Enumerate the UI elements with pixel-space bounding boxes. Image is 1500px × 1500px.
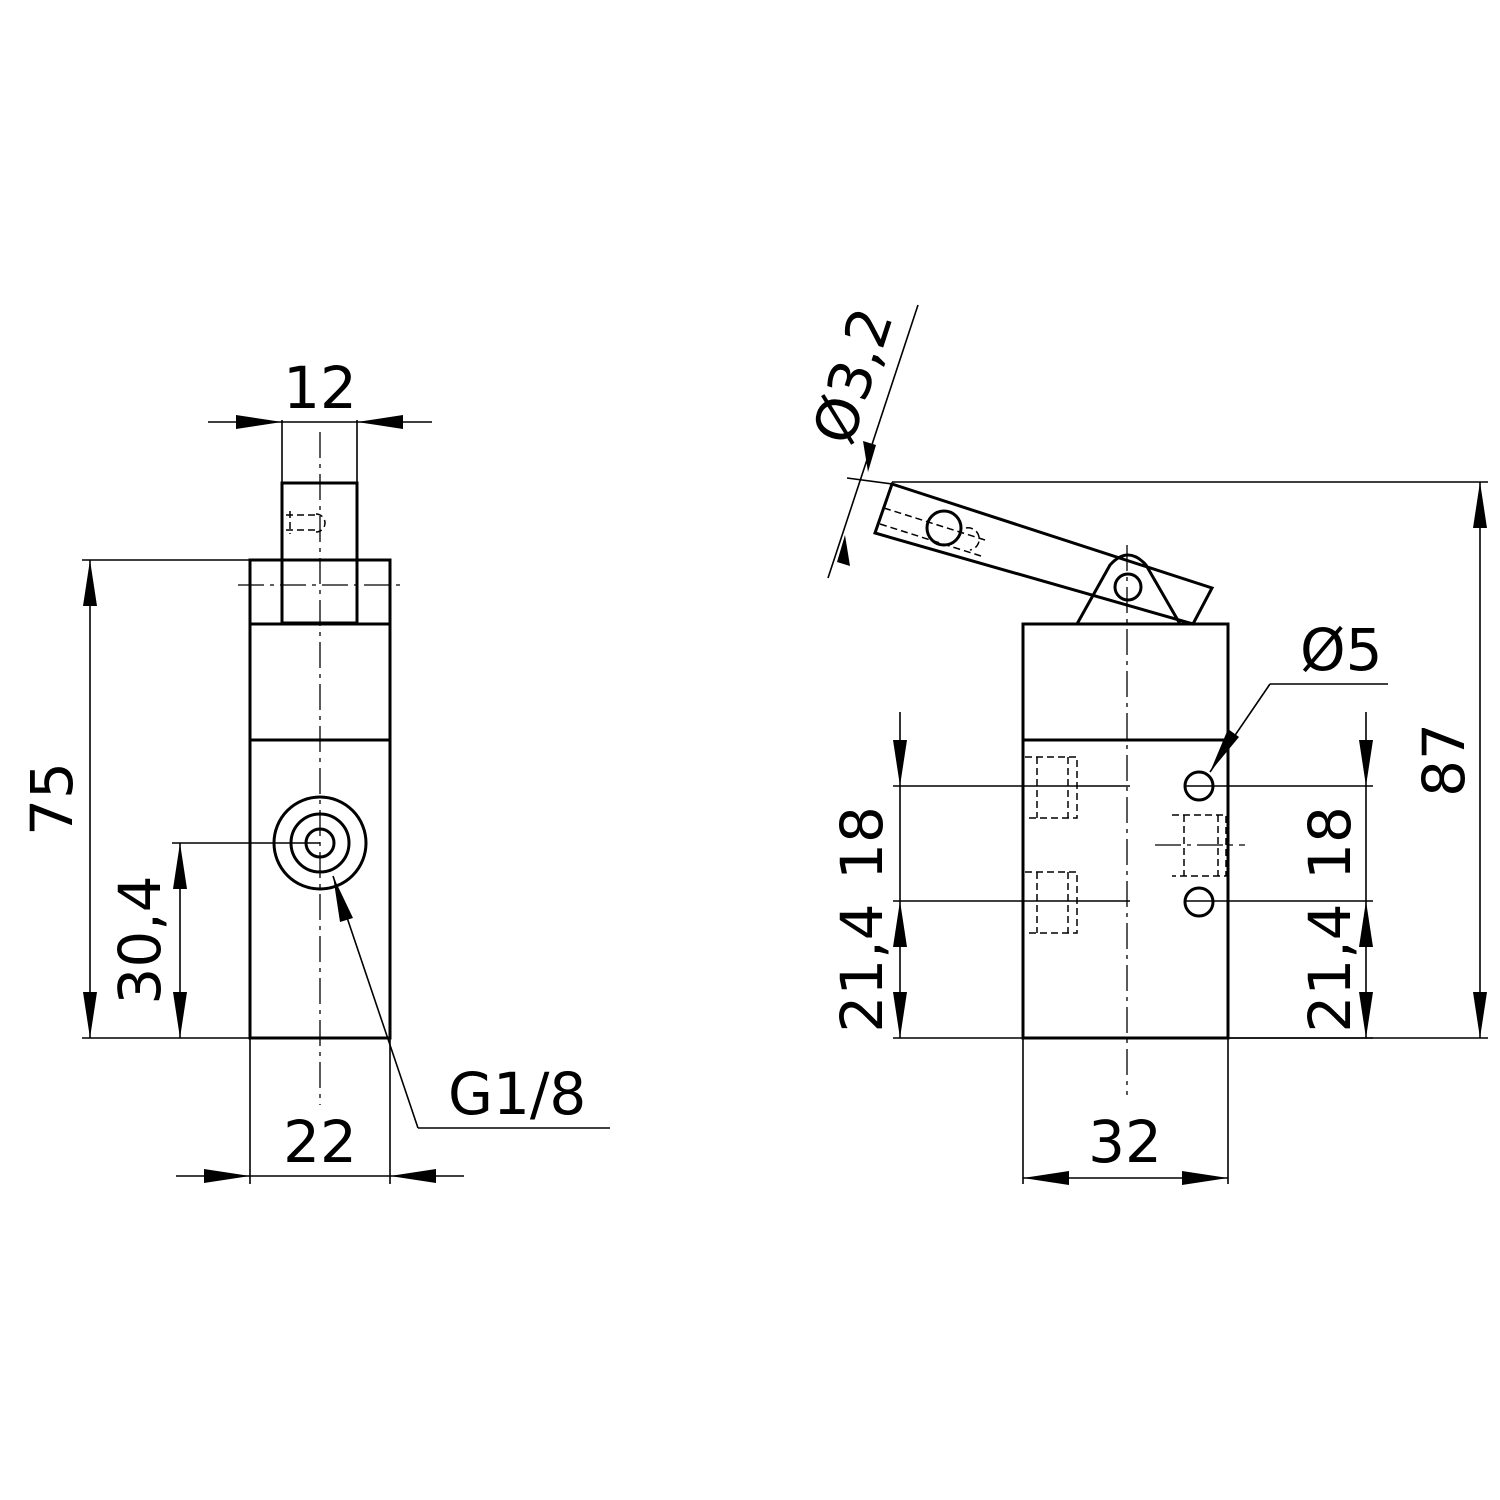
hidden-port-lower-left <box>1025 871 1078 934</box>
dim-side-width: 32 <box>1088 1108 1162 1176</box>
side-view: 18 21,4 18 21,4 87 32 Ø5 <box>799 300 1488 1185</box>
dim-hole-diameter: Ø5 <box>1300 616 1383 684</box>
dim-left-port-height: 21,4 <box>828 903 896 1032</box>
lever-arm <box>873 482 1215 626</box>
lever-pivot-bracket <box>1075 553 1182 625</box>
dim-right-port-height: 21,4 <box>1296 903 1364 1032</box>
front-view: 12 75 30,4 22 G1/8 <box>18 354 610 1184</box>
dim-front-width: 22 <box>283 1108 357 1176</box>
stem-hidden-bore <box>286 511 318 534</box>
hidden-port-right <box>1172 814 1227 877</box>
side-hole-lower <box>1183 886 1215 918</box>
dim-stem-width: 12 <box>283 354 357 422</box>
hidden-port-upper-left <box>1025 756 1078 819</box>
dim-front-height: 75 <box>18 762 86 836</box>
thread-callout: G1/8 <box>448 1060 586 1128</box>
dim-pin-diameter: Ø3,2 <box>799 300 906 452</box>
stem-hidden-pin <box>315 513 326 533</box>
dim-left-port-spacing: 18 <box>828 806 896 880</box>
dim-total-height: 87 <box>1410 723 1478 797</box>
lever-hole <box>925 509 963 547</box>
dim-right-port-spacing: 18 <box>1296 806 1364 880</box>
dim-port-height: 30,4 <box>106 875 174 1004</box>
pivot-pin <box>1113 572 1143 602</box>
side-valve-body <box>1021 622 1230 1040</box>
